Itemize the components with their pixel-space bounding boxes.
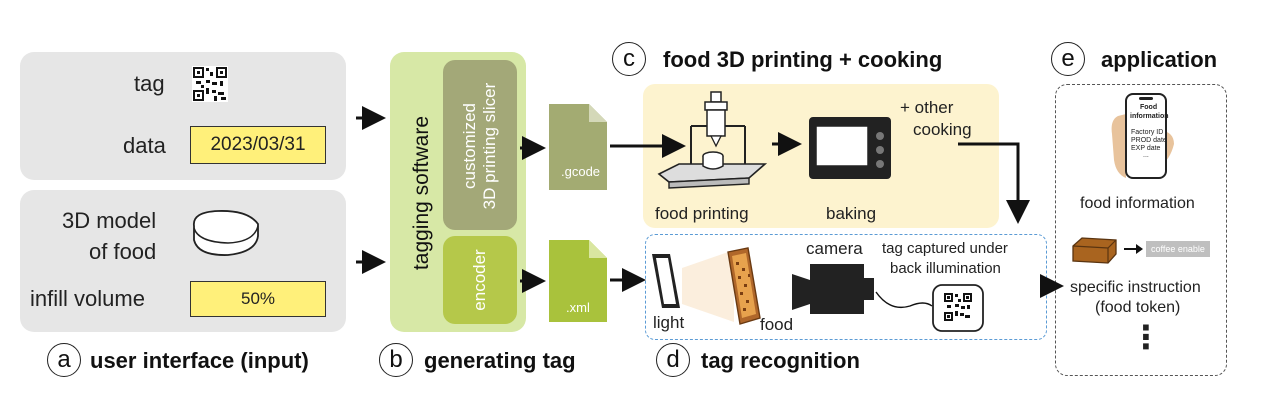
infill-field[interactable]: 50% — [190, 281, 326, 317]
panel-b-title: generating tag — [424, 348, 576, 373]
badge-a: a — [47, 343, 81, 377]
badge-d: d — [656, 343, 690, 377]
phone-title-line2: information — [1130, 113, 1169, 120]
light-beam — [682, 250, 734, 322]
food-icon[interactable] — [724, 246, 764, 328]
baking-label: baking — [826, 204, 877, 223]
application-panel — [1055, 84, 1227, 376]
slicer-block[interactable] — [443, 60, 517, 230]
camera-cable — [875, 291, 933, 309]
food-info-label: food information — [1080, 195, 1195, 212]
model-label-line2: of food — [89, 239, 157, 264]
instruction-line2: (food token) — [1095, 299, 1181, 316]
phone-line-factory: Factory ID — [1131, 129, 1164, 136]
phone-title-line1: Food — [1140, 104, 1158, 111]
token-arrow-icon — [1124, 244, 1143, 254]
date-field[interactable]: 2023/03/31 — [190, 126, 326, 164]
xml-file-icon[interactable] — [549, 240, 607, 322]
gcode-file-label: .gcode — [561, 164, 601, 179]
food-label: food — [760, 315, 794, 334]
more-indicator: ⋮ — [1130, 319, 1162, 355]
captured-line2: back illumination — [890, 260, 1001, 277]
other-cooking-line1: + other — [900, 98, 954, 117]
camera-icon[interactable] — [790, 260, 880, 318]
infill-label: infill volume — [30, 286, 145, 311]
phone-line-more: ... — [1143, 152, 1149, 159]
arrow-cooking-to-recognition — [958, 142, 1030, 224]
food-model-icon[interactable] — [188, 206, 264, 260]
panel-d-title: tag recognition — [701, 348, 860, 373]
token-badge[interactable]: coffee enable — [1146, 241, 1210, 257]
badge-c: c — [612, 42, 646, 76]
phone-line-prod: PROD date — [1131, 137, 1167, 144]
food-printer-icon[interactable] — [655, 88, 770, 196]
data-label: data — [123, 133, 166, 158]
light-icon[interactable] — [650, 252, 686, 314]
other-cooking-line2: cooking — [913, 120, 972, 139]
badge-e: e — [1051, 42, 1085, 76]
light-label: light — [653, 313, 685, 332]
panel-e-title: application — [1101, 47, 1218, 72]
xml-file-label: .xml — [566, 300, 590, 315]
food-printing-label: food printing — [655, 204, 749, 223]
food-token-icon[interactable] — [1070, 236, 1120, 266]
model-label-line1: 3D model — [62, 208, 157, 233]
camera-label: camera — [806, 239, 863, 258]
panel-c-title: food 3D printing + cooking — [663, 47, 943, 72]
badge-b: b — [379, 343, 413, 377]
phone-line-exp: EXP date — [1131, 145, 1161, 152]
encoder-block[interactable] — [443, 236, 517, 324]
tag-label: tag — [134, 71, 165, 96]
captured-line1: tag captured under — [882, 240, 1008, 257]
instruction-line1: specific instruction — [1070, 279, 1201, 296]
qr-code-icon[interactable] — [192, 66, 228, 102]
gcode-file-icon[interactable] — [549, 104, 607, 190]
panel-a-title: user interface (input) — [90, 348, 309, 373]
phone-hand-icon[interactable] — [1108, 90, 1180, 186]
oven-icon[interactable] — [808, 116, 892, 180]
captured-qr-icon[interactable] — [932, 284, 984, 332]
